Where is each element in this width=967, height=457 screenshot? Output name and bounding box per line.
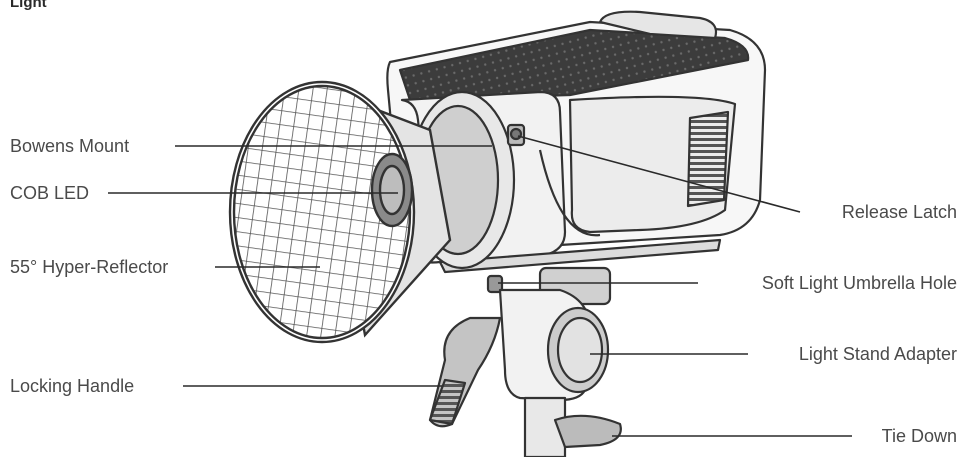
leader-lines	[108, 135, 852, 437]
label-locking-handle: Locking Handle	[10, 376, 135, 396]
reflector	[228, 80, 452, 344]
label-stand-adapter: Light Stand Adapter	[798, 344, 957, 364]
yoke-stand	[428, 266, 622, 457]
label-umbrella-hole: Soft Light Umbrella Hole	[761, 273, 957, 293]
label-release-latch: Release Latch	[841, 202, 957, 222]
label-cob-led: COB LED	[10, 183, 90, 203]
diagram-header: Light	[10, 0, 47, 11]
label-bowens-mount: Bowens Mount	[10, 136, 130, 156]
label-hyper-reflector: 55° Hyper-Reflector	[10, 257, 169, 277]
label-tie-down: Tie Down	[881, 426, 957, 446]
light-body	[386, 10, 767, 274]
leader-release-latch	[517, 135, 801, 213]
